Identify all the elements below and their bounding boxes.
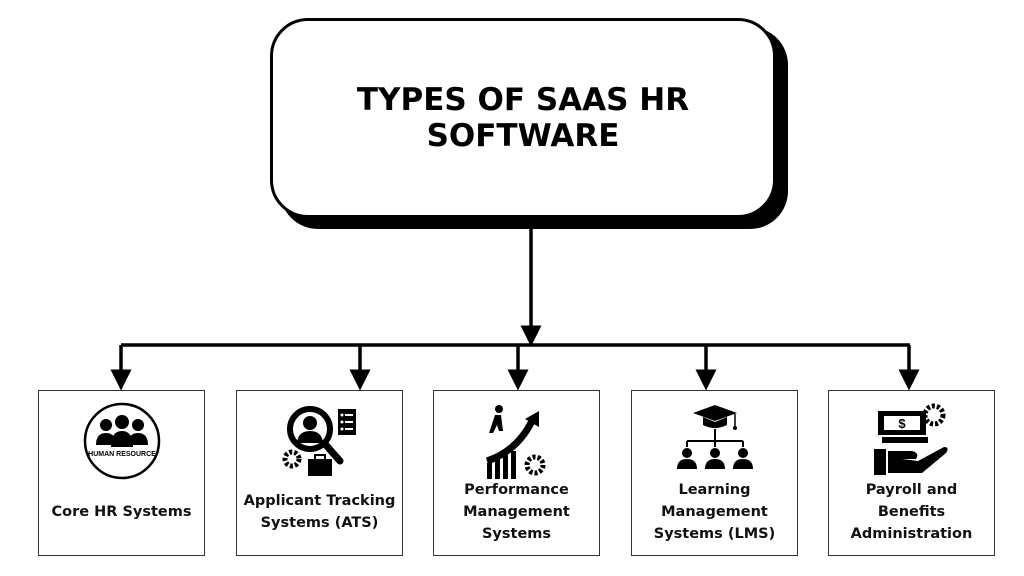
payroll-hand-icon: $	[874, 403, 948, 475]
card-label: Learning Management Systems (LMS)	[653, 482, 776, 542]
card-label: Applicant Tracking Systems (ATS)	[243, 493, 396, 531]
diagram-title: TYPES OF SAAS HR SOFTWARE	[356, 82, 690, 154]
human-resource-icon-text: HUMAN RESOURCE	[88, 451, 156, 458]
learning-hierarchy-icon	[677, 405, 753, 469]
human-resource-icon: HUMAN RESOURCE	[83, 402, 161, 480]
card-performance: Performance Management Systems	[433, 390, 600, 556]
svg-text:$: $	[898, 416, 906, 431]
card-label: Core HR Systems	[51, 504, 192, 520]
applicant-search-icon	[282, 406, 356, 476]
card-lms: Learning Management Systems (LMS)	[631, 390, 798, 556]
performance-growth-icon	[485, 405, 546, 479]
card-payroll: $ Payroll and Benefits Administration	[828, 390, 995, 556]
card-ats: Applicant Tracking Systems (ATS)	[236, 390, 403, 556]
card-label: Performance Management Systems	[463, 482, 570, 542]
card-label: Payroll and Benefits Administration	[850, 482, 973, 542]
card-core-hr: HUMAN RESOURCE Core HR Systems	[38, 390, 205, 556]
title-box: TYPES OF SAAS HR SOFTWARE	[270, 18, 776, 218]
